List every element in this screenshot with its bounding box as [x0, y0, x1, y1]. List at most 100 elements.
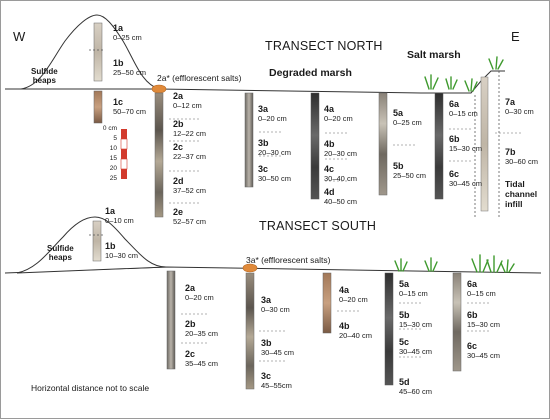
north-core-7 — [480, 76, 489, 212]
north-sample-2d: 2d 37–52 cm — [173, 176, 206, 195]
sample-code: 4a — [339, 285, 350, 295]
sample-code: 5a — [399, 279, 410, 289]
north-sample-2c: 2c 22–37 cm — [173, 142, 206, 161]
sample-depth: 30–45 cm — [261, 348, 294, 357]
sample-depth: 0–25 cm — [393, 118, 422, 127]
sample-depth: 0–30 cm — [505, 107, 534, 116]
north-sample-5a: 5a 0–25 cm — [393, 108, 422, 127]
south-sample-1b: 1b 10–30 cm — [105, 241, 138, 260]
south-core-5 — [384, 272, 394, 386]
south-sample-2a: 2a 0–20 cm — [185, 283, 214, 302]
sample-code: 1b — [105, 241, 116, 251]
sample-depth: 0–10 cm — [105, 216, 134, 225]
sample-depth: 15–30 cm — [467, 320, 500, 329]
sample-depth: 30–60 cm — [505, 157, 538, 166]
north-efflorescent-label: 2a* (efflorescent salts) — [157, 73, 242, 83]
sample-code: 1a — [105, 206, 116, 216]
sample-code: 6b — [467, 310, 478, 320]
south-sample-6a: 6a 0–15 cm — [467, 279, 496, 298]
sample-depth: 40–50 cm — [324, 197, 357, 206]
sample-code: 3a — [258, 104, 269, 114]
sample-code: 3b — [261, 338, 272, 348]
north-sample-1c: 1c 50–70 cm — [113, 97, 146, 116]
sample-depth: 25–50 cm — [393, 171, 426, 180]
north-core-1c — [93, 90, 103, 124]
sample-depth: 52–57 cm — [173, 217, 206, 226]
south-core-6 — [452, 272, 462, 372]
sample-depth: 45–60 cm — [399, 387, 432, 396]
south-title: TRANSECT SOUTH — [259, 219, 377, 233]
salt-marsh-label: Salt marsh — [407, 49, 461, 61]
north-core-3 — [244, 92, 254, 188]
sample-code: 5d — [399, 377, 410, 387]
north-sample-2a: 2a 0–12 cm — [173, 91, 202, 110]
north-heap-label-line1: Sulfide — [31, 67, 58, 76]
south-sample-2b: 2b 20–35 cm — [185, 319, 218, 338]
sample-code: 2a — [173, 91, 184, 101]
north-sample-4c: 4c 30–40 cm — [324, 164, 357, 183]
sample-code: 3c — [261, 371, 272, 381]
scale-tick-25: 25 — [109, 175, 117, 182]
south-core-1ab — [92, 220, 102, 262]
depth-scale-bar — [120, 129, 128, 179]
sample-depth: 25–50 cm — [113, 68, 146, 77]
scale-tick-15: 15 — [109, 155, 117, 162]
scale-tick-20: 20 — [109, 165, 117, 172]
north-sample-2b: 2b 12–22 cm — [173, 119, 206, 138]
degraded-marsh-label: Degraded marsh — [269, 67, 352, 79]
sample-code: 4b — [324, 139, 335, 149]
tidal-label-line3: infill — [505, 199, 523, 209]
sample-depth: 30–45 cm — [467, 351, 500, 360]
north-sample-5b: 5b 25–50 cm — [393, 161, 426, 180]
north-core-2 — [154, 92, 164, 218]
north-sample-7a: 7a 0–30 cm — [505, 97, 534, 116]
south-sample-3b: 3b 30–45 cm — [261, 338, 294, 357]
sample-depth: 10–30 cm — [105, 251, 138, 260]
south-core-3 — [245, 272, 255, 390]
sample-code: 2d — [173, 176, 184, 186]
south-sample-5a: 5a 0–15 cm — [399, 279, 428, 298]
scale-tick-5: 5 — [113, 135, 117, 142]
sample-depth: 22–37 cm — [173, 152, 206, 161]
sample-code: 6c — [467, 341, 478, 351]
tidal-channel-label: Tidal channel infill — [505, 179, 537, 209]
north-sample-4b: 4b 20–30 cm — [324, 139, 357, 158]
sample-depth: 37–52 cm — [173, 186, 206, 195]
sample-depth: 20–35 cm — [185, 329, 218, 338]
north-sample-4a: 4a 0–20 cm — [324, 104, 353, 123]
sample-depth: 30–50 cm — [258, 174, 291, 183]
sample-depth: 50–70 cm — [113, 107, 146, 116]
sample-code: 4a — [324, 104, 335, 114]
sample-depth: 20–30 cm — [324, 149, 357, 158]
south-core-4 — [322, 272, 332, 334]
north-heap-label: Sulfide heaps — [31, 67, 58, 85]
sample-code: 6c — [449, 169, 460, 179]
sample-depth: 35–45 cm — [185, 359, 218, 368]
sample-code: 3a — [261, 295, 272, 305]
sample-code: 2c — [173, 142, 184, 152]
north-salt-marsh-plants — [424, 56, 504, 92]
sample-depth: 30–45 cm — [399, 347, 432, 356]
north-sample-1a: 1a 0–25 cm — [113, 23, 142, 42]
north-sample-4d: 4d 40–50 cm — [324, 187, 357, 206]
scale-tick-0: 0 cm — [102, 125, 117, 132]
south-salt-marsh-plants — [394, 254, 515, 273]
south-sample-4b: 4b 20–40 cm — [339, 321, 372, 340]
sample-code: 6a — [467, 279, 478, 289]
sample-code: 2e — [173, 207, 184, 217]
north-salt-crust — [151, 84, 167, 94]
sample-code: 7a — [505, 97, 516, 107]
scale-note: Horizontal distance not to scale — [31, 383, 150, 393]
north-title: TRANSECT NORTH — [265, 39, 383, 53]
south-heap-label-line2: heaps — [48, 253, 72, 262]
sample-code: 1b — [113, 58, 124, 68]
sample-code: 2b — [173, 119, 184, 129]
south-sample-1a: 1a 0–10 cm — [105, 206, 134, 225]
south-sample-5b: 5b 15–30 cm — [399, 310, 432, 329]
tidal-label-line1: Tidal — [505, 179, 525, 189]
south-sample-6b: 6b 15–30 cm — [467, 310, 500, 329]
sample-depth: 0–20 cm — [324, 114, 353, 123]
south-heap-label-line1: Sulfide — [47, 244, 74, 253]
sample-code: 2b — [185, 319, 196, 329]
